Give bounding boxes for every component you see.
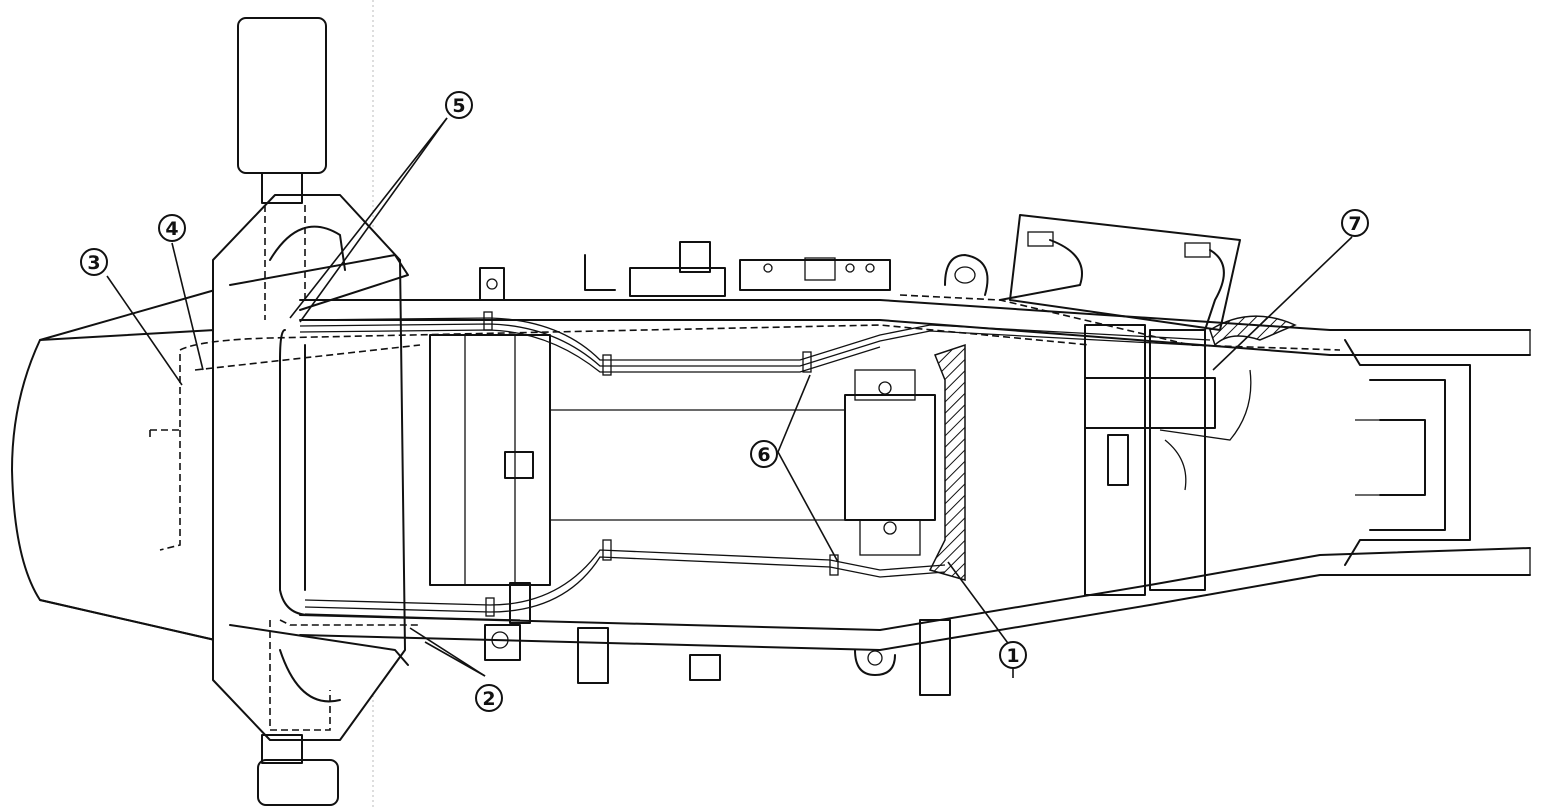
callout-1: 1 — [999, 641, 1027, 669]
leader-lines — [106, 117, 1353, 678]
rubber-cover — [928, 343, 966, 581]
lower-brackets — [484, 619, 951, 696]
hidden-routes — [149, 294, 1341, 626]
electrical-unit — [844, 369, 936, 556]
callout-6-label: 6 — [757, 444, 770, 466]
callout-2: 2 — [475, 684, 503, 712]
callout-4-label: 4 — [165, 218, 178, 240]
callout-7-label: 7 — [1348, 213, 1361, 235]
front-fairing — [11, 289, 216, 641]
harness-clamps — [483, 311, 839, 624]
callout-5: 5 — [445, 91, 473, 119]
fork-assembly — [212, 17, 409, 806]
callout-1-label: 1 — [1006, 645, 1019, 667]
callout-5-label: 5 — [452, 95, 465, 117]
callout-2-label: 2 — [482, 688, 495, 710]
callout-6: 6 — [750, 440, 778, 468]
rear-frame — [1084, 315, 1471, 596]
wire-harness — [299, 317, 1252, 621]
callout-7: 7 — [1341, 209, 1369, 237]
airbox — [429, 334, 850, 586]
upper-brackets — [479, 241, 891, 301]
callout-3-label: 3 — [87, 252, 100, 274]
callout-4: 4 — [158, 214, 186, 242]
rear-panel — [944, 214, 1241, 331]
callout-3: 3 — [80, 248, 108, 276]
